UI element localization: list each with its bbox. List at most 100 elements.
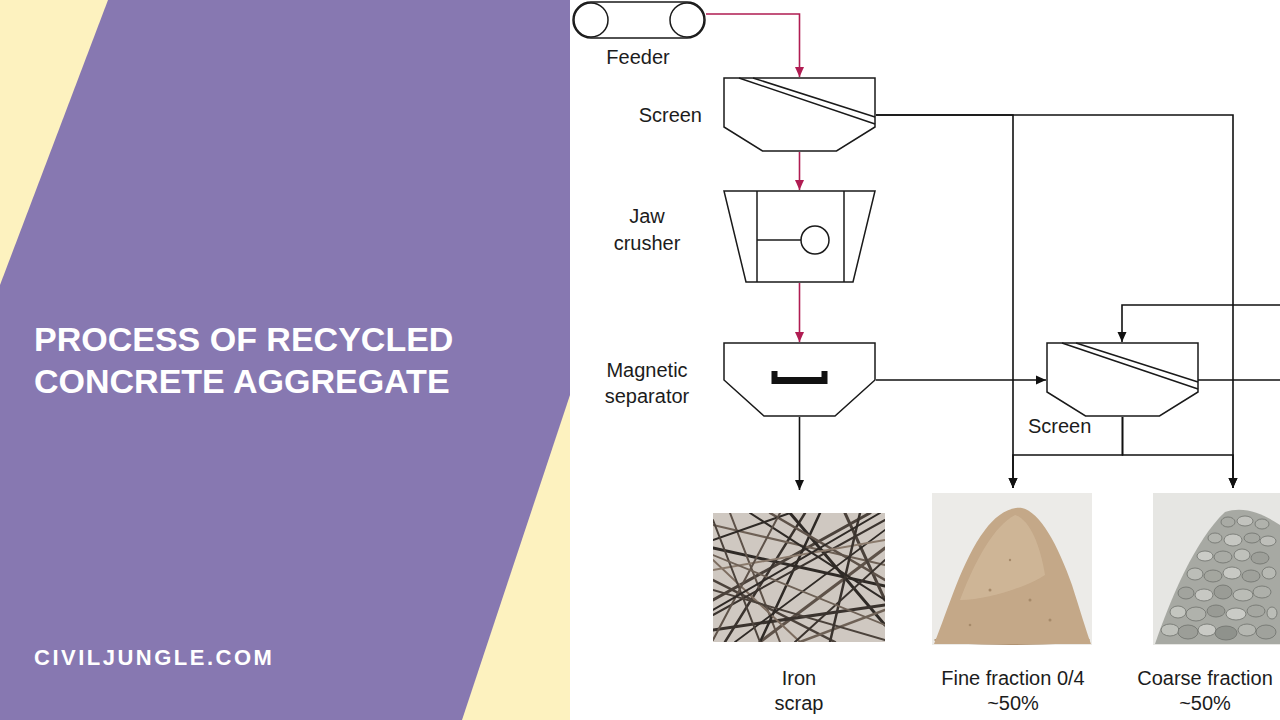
screen-unit: Screen [1046,342,1199,417]
fine-aggregate-photo [1029,599,1032,602]
coarse-aggregate-photo [1153,493,1280,645]
magnet-symbol [724,343,875,416]
flow-arrow [1123,417,1234,488]
coarse-aggregate-photo [1237,516,1253,526]
iron-scrap-photo [713,520,885,615]
screen-outline [1046,342,1199,417]
coarse-aggregate-photo [1187,568,1203,580]
coarse-aggregate-photo [1251,552,1269,564]
belt-pulley [670,3,704,37]
conveyor-belt [573,2,705,38]
coarse-aggregate-photo [1221,517,1235,527]
coarse-aggregate-photo [1247,605,1265,617]
coarse-aggregate-photo [1195,589,1213,601]
flow-arrow [799,417,801,490]
fine-aggregate-photo [969,624,972,627]
screen-unit: Screen [723,77,876,152]
banner-panel [0,0,570,720]
coarse-aggregate-photo [1214,551,1232,563]
coarse-aggregate-photo [1255,519,1269,529]
node-label: Iron scrap [764,666,834,716]
coarse-aggregate-photo [1204,570,1222,582]
belt-pulley [574,3,608,37]
site-watermark: CIVILJUNGLE.COM [34,645,274,671]
coarse-aggregate-photo [1267,607,1277,619]
label-group: Magnetic separator [592,357,702,409]
flow-arrow [876,115,1233,488]
magnetic-separator: Magnetic separator [723,342,876,417]
screen-deck [1062,343,1198,389]
product-output: Iron scrap [713,490,885,718]
coarse-aggregate-photo [1223,567,1241,579]
coarse-aggregate-photo [1207,605,1225,617]
coarse-aggregate-photo [1262,567,1276,579]
screen-deck [1076,343,1198,382]
coarse-aggregate-photo [1178,587,1194,599]
coarse-aggregate-photo [1198,624,1216,636]
iron-scrap-photo [750,513,885,600]
label-group: Screen [1028,415,1108,437]
swing-jaw [843,191,845,282]
node-label: Screen [612,103,702,128]
label-group: Iron scrap [764,666,834,716]
crusher-housing [724,191,875,282]
separator-hopper [724,343,875,416]
coarse-aggregate-photo [1215,626,1237,640]
coarse-aggregate-photo [1256,625,1276,639]
screen-outline [723,77,876,152]
recirculation-line [1198,379,1280,381]
fine-aggregate-photo [989,589,992,592]
iron-scrap-photo [795,560,885,642]
coarse-aggregate-photo [1224,534,1242,546]
coarse-aggregate-photo [1233,589,1253,601]
coarse-aggregate-photo [1238,624,1256,636]
coarse-aggregate-photo [1253,586,1271,598]
iron-scrap-photo [713,513,885,642]
screen-deck [753,78,875,117]
coarse-aggregate-photo [1155,510,1280,644]
iron-scrap-photo [713,513,885,642]
coarse-aggregate-photo [1260,536,1276,546]
fine-aggregate-photo [934,508,1091,644]
iron-scrap-photo [713,555,885,625]
flow-arrow [799,283,801,342]
label-group: Screen [612,103,702,128]
page-title: PROCESS OF RECYCLED CONCRETE AGGREGATE [34,318,484,402]
coarse-aggregate-photo [1234,549,1250,561]
recirculation-line [1122,305,1280,342]
product-output: Coarse fraction ~50% [1134,488,1276,718]
coarse-aggregate-photo [1214,585,1232,599]
coarse-aggregate-photo [1242,570,1260,582]
fine-aggregate-photo [932,493,1092,645]
label-group: Coarse fraction ~50% [1134,666,1276,716]
product-output: Fine fraction 0/4 ~50% [932,488,1094,718]
node-label: Jaw crusher [600,203,694,257]
jaw-crusher: Jaw crusher [723,190,876,283]
coarse-aggregate-photo [1244,533,1260,543]
screen-hopper [724,78,875,151]
iron-scrap-photo [770,513,885,580]
node-label: Fine fraction 0/4 ~50% [932,666,1094,716]
coarse-aggregate-photo [1186,607,1206,621]
coarse-aggregate-photo [1155,510,1280,644]
iron-scrap-photo [713,605,885,630]
node-label: Magnetic separator [592,357,702,409]
pitman-arm [757,239,801,241]
jaw-outline [723,190,876,283]
eccentric-shaft [801,226,829,254]
screen-hopper [1047,343,1198,416]
feeder-conveyor: Feeder [572,1,706,39]
belt-symbol [573,2,705,38]
flow-arrow [706,14,800,77]
belt-outline [572,1,706,39]
node-label: Coarse fraction ~50% [1134,666,1276,716]
coarse-aggregate-photo [1226,608,1246,620]
fixed-jaw [756,191,758,282]
magnet-symbol [772,371,828,384]
flow-arrow [799,152,801,190]
iron-scrap-photo [713,513,885,642]
node-label: Screen [1028,415,1108,437]
iron-scrap-photo [713,520,760,642]
magnet-outline [723,342,876,417]
